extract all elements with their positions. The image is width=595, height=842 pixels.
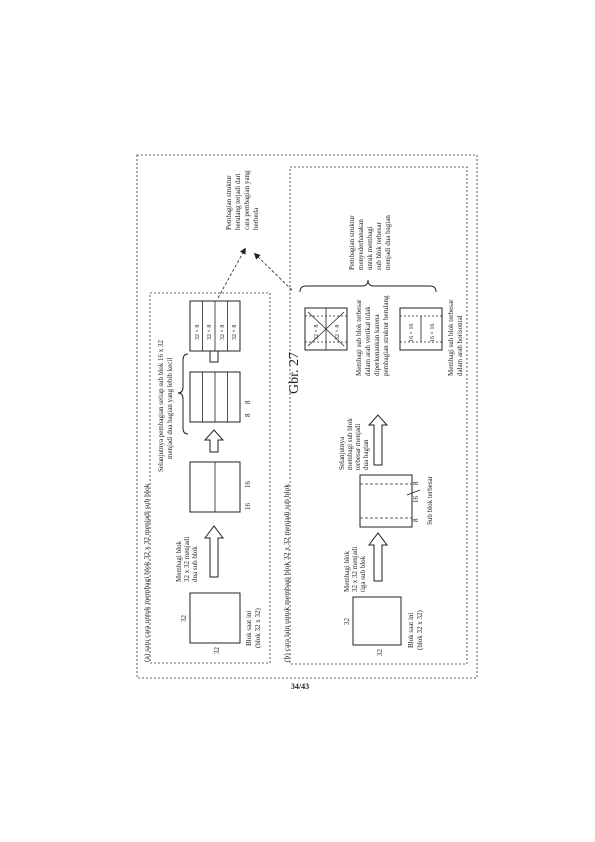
arrow-step1-b: [368, 532, 388, 582]
dashed-arrow-b: [253, 252, 293, 291]
section-b-block: 32 32 Blok saat ini (blok 32 x 32): [343, 596, 424, 657]
result-note-line-2: berulang terjadi dari: [234, 173, 242, 230]
b-dim-16: 16: [412, 496, 420, 504]
section-a-four-subblocks: 8 8: [189, 371, 252, 423]
vertical-caption-3: diperkenankan karena: [373, 314, 381, 376]
page-number: 34/43: [290, 682, 310, 691]
cell-label-2: 32 × 8: [207, 325, 213, 340]
b-step1-line-2: 32 x 32 menjadi: [351, 547, 359, 592]
vertical-cell-2: 32 × 8: [335, 325, 341, 340]
outer-frame: [136, 154, 478, 679]
result-note: Pembagian struktur berulang terjadi dari…: [225, 170, 260, 230]
section-a-two-subblocks: 16 16: [189, 461, 252, 513]
largest-subblock-label: Sub blok terbesar: [426, 475, 434, 525]
b-step1-line-1: Membagi blok: [343, 550, 351, 592]
brace-b: [299, 279, 437, 293]
dim-8-a: 8: [244, 413, 252, 417]
step1-line-2: 32 x 32 menjadi: [183, 537, 191, 582]
arrow-step2-a: [203, 429, 225, 453]
horizontal-cell-1: 16 × 16: [409, 324, 415, 342]
brace-a-line-1: Selanjutnya pembagian setiap sub blok 16…: [157, 339, 165, 472]
section-b-title: (b) cara lain untuk membagi blok 32 x 32…: [282, 484, 291, 662]
b-block-caption-1: Blok saat ini: [407, 613, 415, 648]
b-step2-line-3: terbesar menjadi: [354, 423, 362, 470]
horizontal-cell-2: 16 × 16: [430, 324, 436, 342]
section-a-step1-text: Membagi blok 32 x 32 menjadi dua sub blo…: [175, 537, 199, 582]
brace-b-line-5: menjadi dua bagian: [384, 215, 392, 270]
section-b-three-subblocks: 8 16 8: [359, 474, 421, 528]
vertical-split-caption: Membagi sub blok terbesar dalam arah ver…: [355, 295, 390, 376]
brace-a-line-2: menjadi dua bagian yang lebih kecil: [166, 358, 174, 459]
section-b-step1-text: Membagi blok 32 x 32 menjadi tiga sub bl…: [343, 547, 367, 592]
dim-16-b: 16: [244, 481, 252, 489]
brace-b-line-4: sub blok terbesar: [375, 222, 383, 270]
dim-8-b: 8: [244, 400, 252, 404]
b-block-dim-top: 32: [343, 618, 351, 626]
section-a-block: 32 32 Blok saat ini (blok 32 x 32): [180, 592, 262, 655]
cell-label-4: 32 × 8: [232, 325, 238, 340]
cell-label-3: 32 × 8: [220, 325, 226, 340]
brace-b-line-1: Pembagian struktur: [348, 215, 356, 270]
horizontal-caption-1: Membagi sub blok terbesar: [447, 299, 455, 376]
brace-b-line-2: menyederhanakan: [357, 219, 365, 270]
horizontal-split-caption: Membagi sub blok terbesar dalam arah hor…: [447, 299, 464, 376]
b-dim-8-a: 8: [412, 481, 420, 485]
cell-label-1: 32 × 8: [195, 325, 201, 340]
vertical-cell-1: 32 × 8: [314, 325, 320, 340]
b-block-dim-left: 32: [376, 649, 384, 657]
result-note-line-1: Pembagian struktur: [225, 175, 233, 230]
brace-a: [177, 353, 189, 435]
b-block-caption-2: (blok 32 x 32): [416, 609, 424, 650]
dim-16-a: 16: [244, 503, 252, 511]
arrow-step1-a: [204, 525, 224, 578]
b-step2-line-1: Selanjutnya: [338, 436, 346, 470]
section-b-step2-text: Selanjutnya membagi sub blok terbesar me…: [338, 418, 370, 470]
step1-line-1: Membagi blok: [175, 540, 183, 582]
vertical-split-block: 32 × 8 32 × 8: [304, 307, 348, 351]
dashed-arrow-a: [217, 247, 246, 299]
b-step2-line-4: dua bagian: [362, 439, 370, 470]
vertical-caption-2: dalam arah vertikal tidak: [364, 306, 372, 376]
horizontal-split-block: 16 × 16 16 × 16: [399, 307, 443, 351]
brace-b-line-3: untuk membagi: [366, 226, 374, 270]
block-dim-top: 32: [180, 615, 188, 623]
block-caption-2: (blok 32 x 32): [254, 607, 262, 648]
result-note-line-3: cara pembagian yang: [243, 170, 251, 230]
result-note-line-4: berbeda: [252, 207, 260, 230]
section-b-frame: [289, 166, 468, 665]
b-step2-line-2: membagi sub blok: [346, 418, 354, 470]
step1-line-3: dua sub blok: [191, 546, 199, 582]
block-dim-left: 32: [213, 647, 221, 655]
b-step1-line-3: tiga sub blok: [359, 555, 367, 592]
section-a-frame: [149, 292, 271, 664]
horizontal-caption-2: dalam arah horisontal: [456, 315, 464, 376]
vertical-caption-4: pembagian struktur berulang: [382, 295, 390, 376]
arrow-step2-b: [367, 414, 389, 466]
brace-b-text: Pembagian struktur menyederhanakan untuk…: [348, 215, 392, 270]
block-caption-1: Blok saat ini: [245, 611, 253, 646]
b-dim-8-b: 8: [412, 518, 420, 522]
section-a-title: (a) satu cara untuk membagi blok 32 x 32…: [142, 483, 151, 662]
section-a-result-block: 32 × 8 32 × 8 32 × 8 32 × 8: [189, 300, 241, 352]
vertical-caption-1: Membagi sub blok terbesar: [355, 299, 363, 376]
